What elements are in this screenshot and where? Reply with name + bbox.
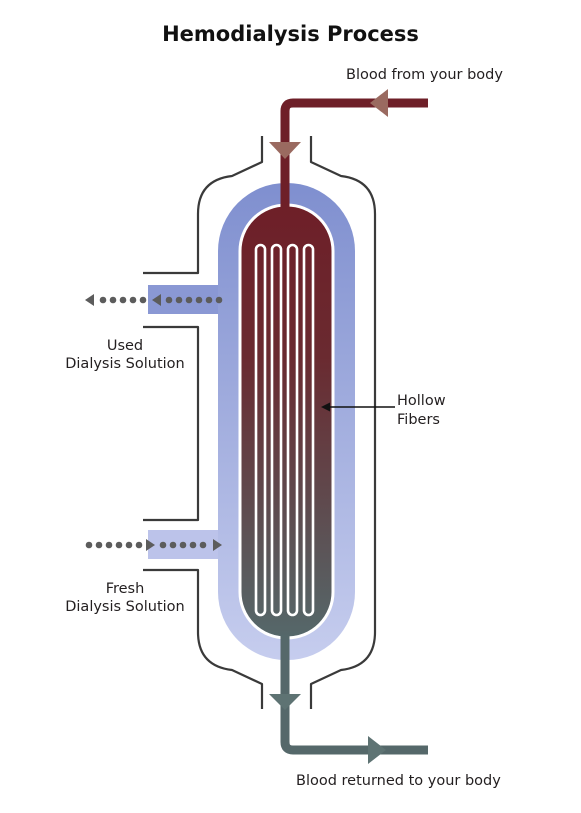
blood-in-arrow xyxy=(370,89,388,117)
housing-shell xyxy=(143,136,377,709)
hollow-fibers-bundle xyxy=(254,243,315,617)
blood-inlet-tube xyxy=(280,98,428,208)
hollow-fiber xyxy=(254,243,267,617)
hollow-fiber xyxy=(270,243,283,617)
blood-out-arrow xyxy=(368,736,386,764)
blood-core xyxy=(238,203,335,640)
blood-down-arrow xyxy=(269,142,301,159)
hollow-fiber xyxy=(286,243,299,617)
used-solution-label-line1: Used xyxy=(106,338,144,354)
blood-outlet-tube xyxy=(280,636,428,755)
fresh-solution-flow xyxy=(85,539,222,551)
diagram-title: Hemodialysis Process xyxy=(162,22,419,46)
used-solution-label-line2: Dialysis Solution xyxy=(65,356,185,372)
hollow-fiber xyxy=(302,243,315,617)
blood-from-body-label: Blood from your body xyxy=(346,67,503,83)
fresh-solution-label-line2: Dialysis Solution xyxy=(65,599,185,615)
hollow-fibers-label-line2: Fibers xyxy=(397,412,440,428)
hollow-fibers-label-line1: Hollow xyxy=(397,393,446,409)
pointer-arrowhead xyxy=(321,402,330,412)
used-solution-flow xyxy=(85,294,223,306)
fresh-solution-label-line1: Fresh xyxy=(105,581,145,597)
blood-returned-label: Blood returned to your body xyxy=(296,773,501,789)
blood-out-down-arrow xyxy=(269,694,301,710)
